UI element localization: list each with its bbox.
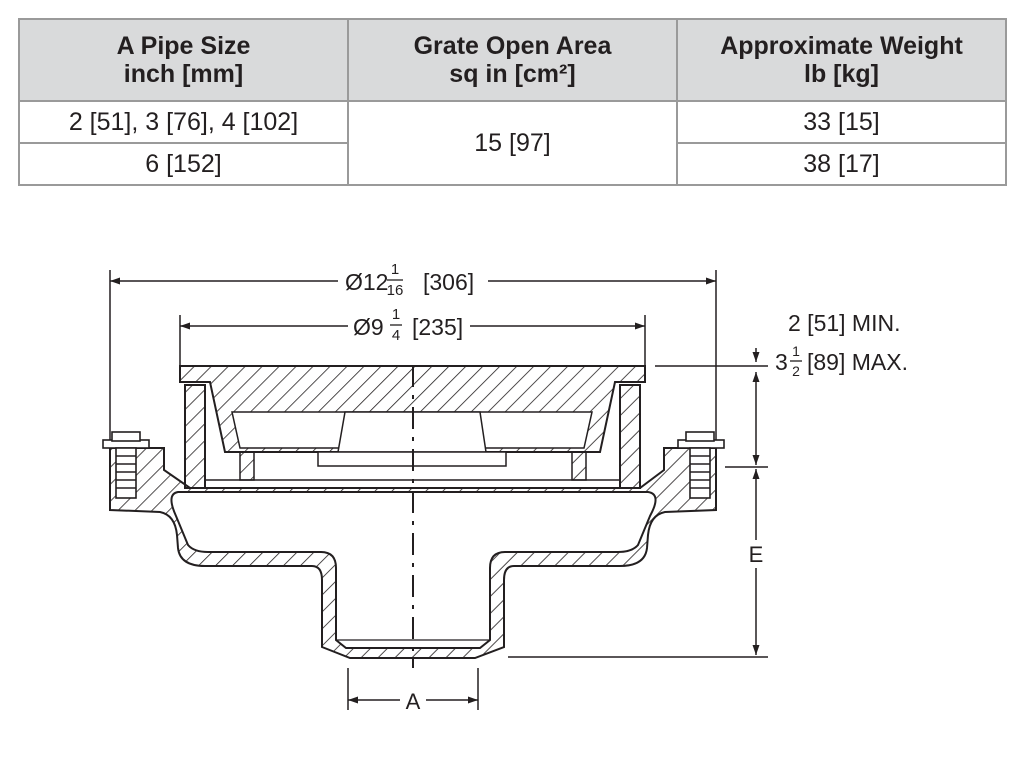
left-bolt — [102, 431, 150, 499]
overall-diameter-dimension: Ø12 1 16 [306] — [110, 261, 716, 299]
dim-e-label: E — [749, 542, 764, 567]
overall-diameter-label: Ø12 — [345, 269, 388, 295]
header-pipe-size: A Pipe Size inch [mm] — [18, 18, 349, 102]
grate-diameter-fraction-num: 1 — [392, 306, 400, 323]
grate-diameter-fraction-den: 4 — [392, 327, 400, 344]
cell-pipe-size: 6 [152] — [18, 142, 349, 186]
overall-diameter-fraction-den: 16 — [387, 282, 404, 299]
adjustment-dimension: 2 [51] MIN. 3 1 2 [89] MAX. — [752, 310, 908, 465]
overall-diameter-metric: [306] — [423, 269, 474, 295]
table-header-row: A Pipe Size inch [mm] Grate Open Area sq… — [18, 18, 1007, 102]
adjust-max-fraction-num: 1 — [792, 343, 800, 359]
a-dimension: A — [348, 689, 478, 714]
cell-weight: 33 [15] — [676, 100, 1007, 144]
table-row: 2 [51], 3 [76], 4 [102] 15 [97] 33 [15] — [18, 100, 1007, 186]
adjust-max-fraction-den: 2 — [792, 363, 800, 379]
grate-diameter-dimension: Ø9 1 4 [235] — [180, 306, 645, 344]
adjust-min-label: 2 [51] MIN. — [788, 310, 900, 336]
left-collar — [184, 384, 641, 489]
grate-diameter-label: Ø9 — [353, 314, 384, 340]
grate-diameter-metric: [235] — [412, 314, 463, 340]
cell-pipe-size: 2 [51], 3 [76], 4 [102] — [18, 100, 349, 144]
right-bolt — [677, 431, 725, 499]
table-row: 6 [152] 38 [17] — [18, 142, 1007, 186]
overall-diameter-fraction-num: 1 — [391, 261, 399, 278]
dim-a-label: A — [406, 689, 421, 714]
cell-weight: 38 [17] — [676, 142, 1007, 186]
cell-grate-open-area: 15 [97] — [347, 100, 678, 186]
adjust-max-label: 3 — [775, 349, 788, 375]
spec-table: A Pipe Size inch [mm] Grate Open Area sq… — [18, 18, 1007, 186]
e-dimension: E — [749, 469, 764, 655]
adjust-max-metric: [89] MAX. — [807, 349, 908, 375]
header-grate-open-area: Grate Open Area sq in [cm²] — [347, 18, 678, 102]
header-weight: Approximate Weight lb [kg] — [676, 18, 1007, 102]
